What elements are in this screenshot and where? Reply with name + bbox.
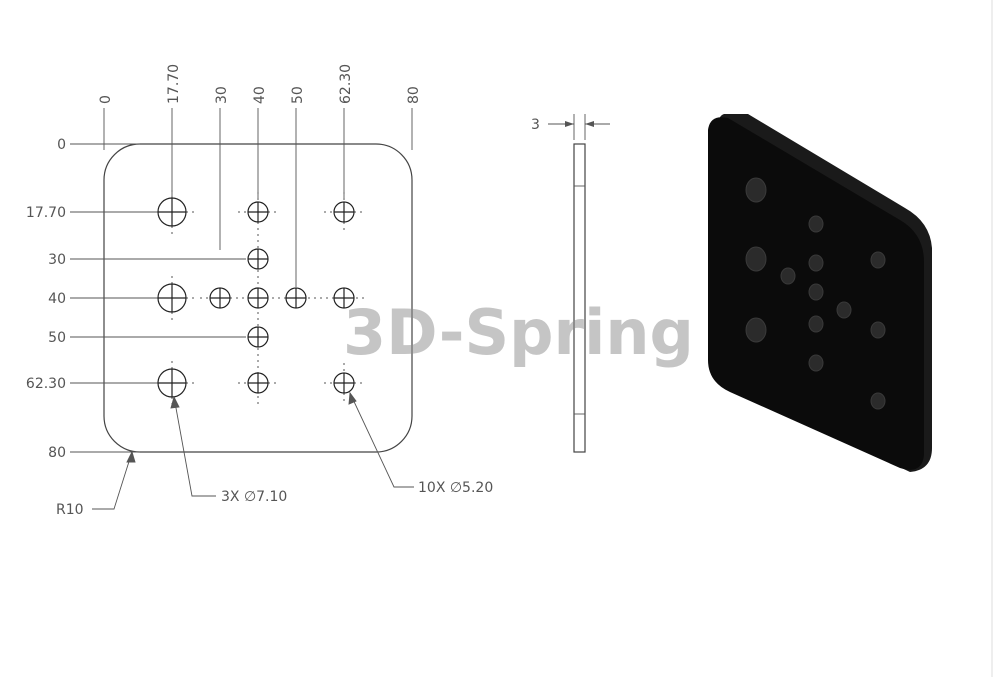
- top-dim-label: 17.70: [166, 64, 182, 104]
- small-hole: [285, 287, 307, 309]
- small-hole: [247, 201, 269, 223]
- top-dim-label: 40: [252, 86, 268, 104]
- small-hole: [333, 201, 355, 223]
- left-dim-label: 50: [48, 330, 66, 346]
- top-dim-label: 0: [98, 95, 114, 104]
- left-dim-label: 80: [48, 445, 66, 461]
- small-hole: [333, 372, 355, 394]
- left-dim-label: 62.30: [26, 376, 66, 392]
- small-hole: [333, 287, 355, 309]
- left-dim-label: 17.70: [26, 205, 66, 221]
- large-hole: [157, 283, 187, 313]
- large-hole: [157, 368, 187, 398]
- small-holes-label: 10X ∅5.20: [418, 480, 493, 496]
- radius-label: R10: [56, 502, 84, 518]
- large-holes-label: 3X ∅7.10: [221, 489, 287, 505]
- leader-lines: [92, 391, 414, 510]
- left-dim-label: 40: [48, 291, 66, 307]
- plate-3d-holes: [745, 177, 886, 410]
- watermark: 3D-Spring: [343, 296, 694, 369]
- small-hole: [247, 326, 269, 348]
- large-hole: [157, 197, 187, 227]
- top-dim-label: 80: [406, 86, 422, 104]
- left-dimension-labels: 0 17.70 30 40 50 62.30 80: [26, 137, 66, 461]
- top-dim-label: 50: [290, 86, 306, 104]
- small-hole: [209, 287, 231, 309]
- small-hole: [247, 248, 269, 270]
- thickness-label: 3: [531, 117, 540, 133]
- top-extension-lines: [103, 108, 413, 287]
- top-dimension-labels: 0 17.70 30 40 50 62.30 80: [98, 64, 422, 104]
- large-holes: [157, 197, 187, 398]
- top-dim-label: 62.30: [338, 64, 354, 104]
- left-extension-lines: [70, 143, 246, 453]
- plate-3d: [708, 114, 932, 472]
- small-hole: [247, 287, 269, 309]
- left-dim-label: 30: [48, 252, 66, 268]
- side-view: [548, 114, 610, 453]
- small-holes: [209, 201, 355, 394]
- small-hole: [247, 372, 269, 394]
- top-dim-label: 30: [214, 86, 230, 104]
- left-dim-label: 0: [57, 137, 66, 153]
